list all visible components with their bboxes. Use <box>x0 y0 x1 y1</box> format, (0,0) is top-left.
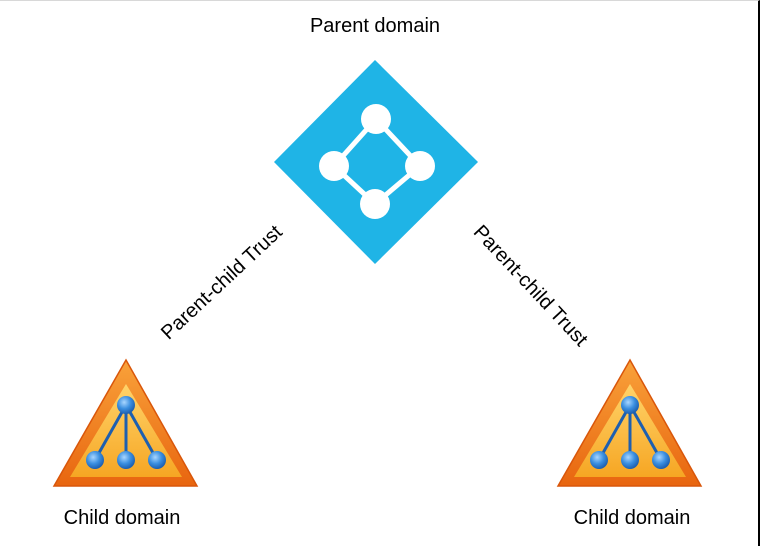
child-domain-label-right: Child domain <box>574 507 691 529</box>
trust-label-right: Parent-child Trust <box>469 221 592 351</box>
child-domain-icon-right <box>556 358 703 487</box>
trust-label-left: Parent-child Trust <box>157 221 287 344</box>
parent-domain-icon <box>274 60 478 264</box>
parent-domain-label: Parent domain <box>310 15 440 37</box>
child-domain-label-left: Child domain <box>64 507 181 529</box>
child-domain-icon-left <box>52 358 199 487</box>
